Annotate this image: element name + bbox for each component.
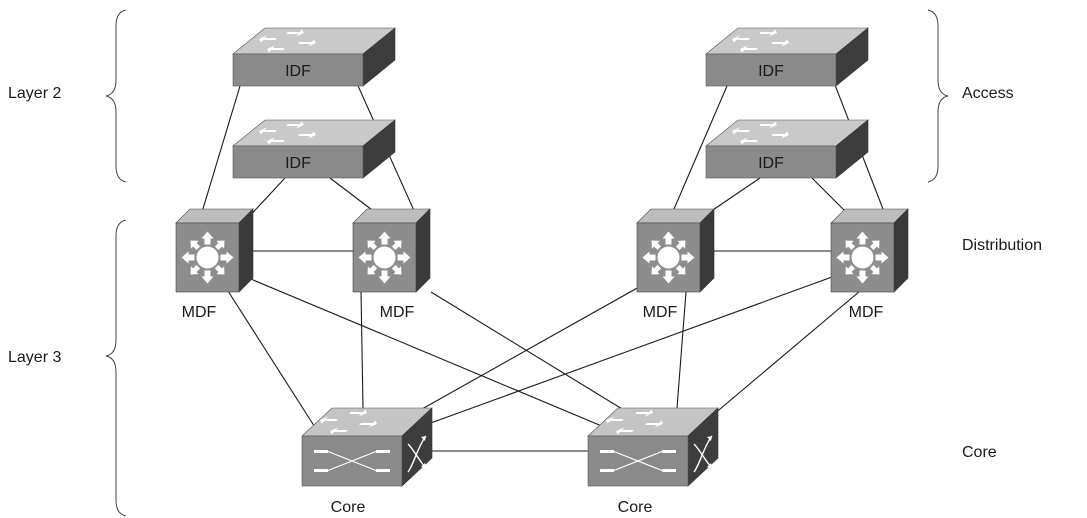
- core-2-label: Core: [618, 499, 653, 516]
- idf-switch-3-label: IDF: [758, 63, 784, 80]
- link-idf1-mdf1: [198, 85, 241, 223]
- link-mdf3-core1: [405, 286, 640, 419]
- distribution-label: Distribution: [962, 237, 1042, 254]
- mdf-switch-3: [634, 208, 715, 293]
- link-mdf1-core2: [245, 276, 617, 433]
- idf-switch-1-label: IDF: [285, 63, 311, 80]
- mdf-switch-1: [173, 208, 254, 293]
- idf-switch-1: IDF: [233, 28, 395, 86]
- core-1-label: Core: [331, 499, 366, 516]
- link-mdf2-core2: [430, 291, 633, 416]
- link-mdf3-core2: [676, 291, 687, 409]
- mdf-2-label: MDF: [380, 304, 415, 321]
- idf-switch-2: IDF: [233, 120, 395, 178]
- idf-switch-2-label: IDF: [285, 155, 311, 172]
- idf-switch-4-label: IDF: [758, 155, 784, 172]
- brace-access: [927, 9, 949, 183]
- brace-layer3: [105, 219, 127, 517]
- core-switch-1: [302, 408, 432, 486]
- idf-switch-4: IDF: [706, 120, 868, 178]
- mdf-switch-2: [350, 208, 431, 293]
- link-mdf2-core1: [360, 290, 364, 409]
- idf-switch-3: IDF: [706, 28, 868, 86]
- layer3-label: Layer 3: [8, 349, 61, 366]
- mdf-switch-4: [828, 208, 909, 293]
- links: [198, 67, 889, 452]
- mdf-4-label: MDF: [849, 304, 884, 321]
- core-layer-label: Core: [962, 444, 997, 461]
- layer2-label: Layer 2: [8, 85, 61, 102]
- link-idf3-mdf3: [670, 85, 728, 217]
- link-mdf1-core1: [227, 290, 319, 433]
- core-switch-2: [588, 408, 718, 486]
- mdf-3-label: MDF: [643, 304, 678, 321]
- mdf-1-label: MDF: [182, 304, 217, 321]
- access-label: Access: [962, 85, 1014, 102]
- brace-layer2: [105, 9, 127, 183]
- link-mdf4-core1: [427, 276, 833, 425]
- link-mdf4-core2: [706, 290, 861, 421]
